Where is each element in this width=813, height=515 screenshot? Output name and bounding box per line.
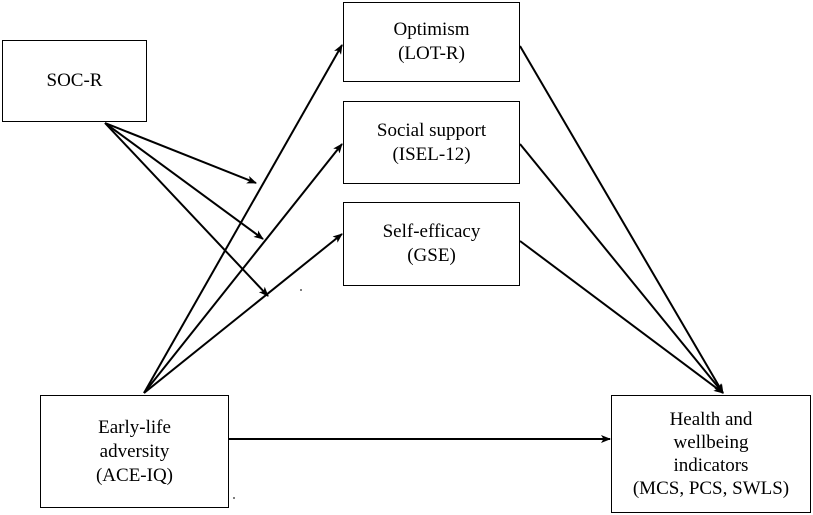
node-early-life-measure: (ACE-IQ): [95, 464, 174, 486]
arrow-early-life-to-self-efficacy: [143, 233, 343, 394]
node-optimism-label: Optimism: [393, 19, 470, 40]
node-soc-r: SOC-R: [2, 40, 147, 122]
arrow-early-life-to-optimism: [143, 44, 343, 394]
node-early-life-line-1: Early-life: [98, 416, 171, 438]
stray-dot: [300, 289, 302, 291]
node-optimism-measure: (LOT-R): [398, 43, 465, 64]
arrow-optimism-to-health: [519, 45, 724, 394]
node-health-line-3: indicators: [673, 455, 749, 476]
node-self-efficacy-measure: (GSE): [407, 245, 456, 266]
node-self-efficacy-label: Self-efficacy: [382, 221, 481, 242]
node-social-support-label: Social support: [376, 119, 487, 141]
node-health-line-1: Health and: [669, 409, 753, 430]
node-health-wellbeing: Health and wellbeing indicators (MCS, PC…: [611, 395, 811, 513]
node-self-efficacy: Self-efficacy (GSE): [343, 202, 520, 286]
stray-dot: [233, 497, 235, 499]
node-soc-r-label: SOC-R: [46, 70, 103, 91]
arrow-self-efficacy-to-health: [519, 240, 724, 394]
node-health-measures: (MCS, PCS, SWLS): [632, 478, 790, 499]
arrow-soc-moderation-self-efficacy-path: [104, 122, 269, 297]
node-optimism: Optimism (LOT-R): [343, 2, 520, 82]
node-early-life-adversity: Early-life adversity (ACE-IQ): [40, 395, 229, 508]
arrow-soc-moderation-social-support-path: [104, 122, 264, 240]
node-health-line-2: wellbeing: [673, 432, 749, 453]
node-early-life-line-2: adversity: [99, 440, 170, 462]
node-social-support-measure: (ISEL-12): [392, 143, 471, 165]
arrow-soc-moderation-optimism-path: [104, 122, 257, 184]
node-social-support: Social support (ISEL-12): [343, 101, 520, 184]
arrow-social-support-to-health: [519, 143, 724, 394]
